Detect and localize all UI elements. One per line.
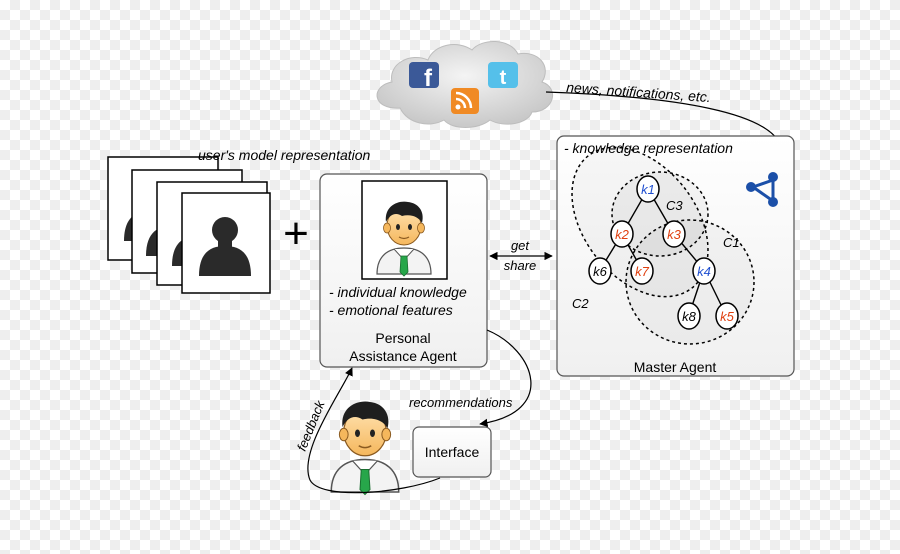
emotional-features-label: - emotional features bbox=[329, 302, 453, 318]
user-model-stack bbox=[107, 156, 271, 294]
pa-agent-title-line1: Personal bbox=[375, 330, 430, 346]
cluster-c2-label: C2 bbox=[572, 296, 589, 311]
svg-text:k7: k7 bbox=[635, 264, 650, 279]
cluster-c1 bbox=[625, 219, 755, 345]
share-network-icon bbox=[746, 172, 778, 207]
pa-agent-title-line2: Assistance Agent bbox=[349, 348, 457, 364]
node-k3: k3 bbox=[662, 220, 686, 248]
cluster-c3-label: C3 bbox=[666, 198, 683, 213]
recommendations-arrow bbox=[479, 329, 532, 427]
cluster-c2 bbox=[571, 146, 709, 298]
rss-icon bbox=[451, 88, 479, 114]
svg-text:k8: k8 bbox=[682, 309, 697, 324]
feedback-arrow bbox=[307, 367, 441, 494]
node-k8: k8 bbox=[677, 302, 701, 330]
interface-box[interactable] bbox=[412, 426, 492, 478]
node-k1: k1 bbox=[636, 175, 660, 203]
node-k5: k5 bbox=[715, 302, 739, 330]
node-k7: k7 bbox=[630, 257, 654, 285]
facebook-icon: f bbox=[409, 62, 439, 92]
svg-text:k2: k2 bbox=[615, 227, 630, 242]
svg-text:f: f bbox=[424, 65, 433, 92]
user-model-label: user's model representation bbox=[198, 147, 371, 163]
twitter-icon: t bbox=[488, 62, 518, 89]
cluster-c1-label: C1 bbox=[723, 235, 740, 250]
svg-text:k3: k3 bbox=[667, 227, 682, 242]
individual-knowledge-label: - individual knowledge bbox=[329, 284, 467, 300]
plus-sign: + bbox=[283, 209, 309, 258]
interface-label: Interface bbox=[425, 444, 480, 460]
share-label: share bbox=[504, 258, 537, 273]
svg-text:k6: k6 bbox=[593, 264, 608, 279]
svg-text:k1: k1 bbox=[641, 182, 655, 197]
node-k4: k4 bbox=[692, 257, 716, 285]
svg-text:k4: k4 bbox=[697, 264, 711, 279]
svg-text:t: t bbox=[500, 67, 507, 89]
recommendations-label: recommendations bbox=[409, 395, 513, 410]
node-k6: k6 bbox=[588, 257, 612, 285]
feedback-label: feedback bbox=[294, 397, 328, 453]
social-cloud: f t bbox=[376, 41, 553, 128]
news-label: news, notifications, etc. bbox=[566, 79, 712, 105]
master-agent-title: Master Agent bbox=[634, 359, 717, 375]
knowledge-representation-label: - knowledge representation bbox=[564, 140, 733, 156]
svg-text:k5: k5 bbox=[720, 309, 735, 324]
node-k2: k2 bbox=[610, 220, 634, 248]
get-label: get bbox=[511, 238, 530, 253]
user-avatar bbox=[330, 400, 400, 496]
